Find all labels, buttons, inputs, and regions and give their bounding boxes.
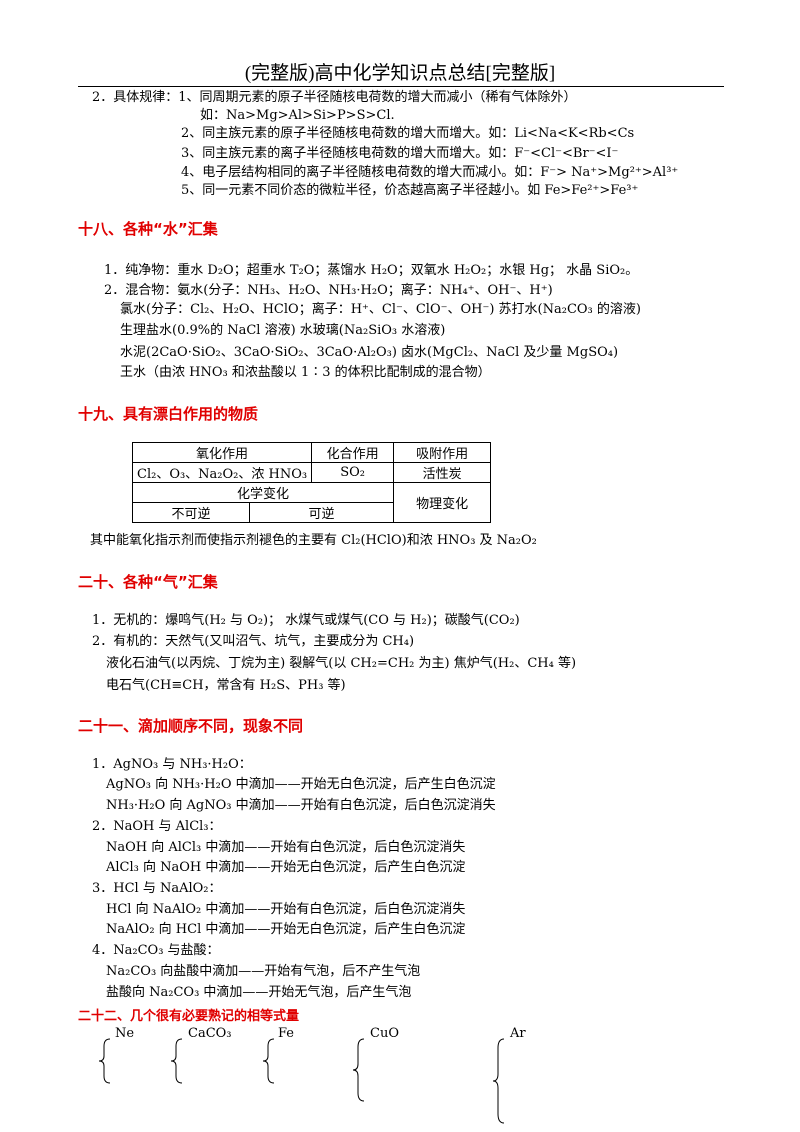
drop-pair-line-b: AlCl₃ 向 NaOH 中滴加——开始无白色沉淀，后产生白色沉淀 — [106, 860, 466, 875]
bleaching-table: 氧化作用 化合作用 吸附作用 Cl₂、O₃、Na₂O₂、浓 HNO₃ SO₂ 活… — [131, 442, 492, 523]
drop-pair-line-b: NaAlO₂ 向 HCl 中滴加——开始无白色沉淀，后产生白色沉淀 — [106, 922, 466, 937]
table-header-adsorption: 吸附作用 — [393, 442, 492, 463]
formula-weight-item: CuO — [370, 1026, 399, 1041]
bleaching-note: 其中能氧化指示剂而使指示剂褪色的主要有 Cl₂(HClO)和浓 HNO₃ 及 N… — [90, 533, 537, 548]
drop-pair-title: 1．AgNO₃ 与 NH₃·H₂O： — [92, 757, 252, 772]
brace-icon — [170, 1038, 183, 1084]
gas-organic-line: 2．有机的：天然气(又叫沼气、坑气，主要成分为 CH₄) — [92, 634, 415, 649]
drop-pair-title: 3．HCl 与 NaAlO₂： — [92, 881, 222, 896]
drop-pair-line-b: 盐酸向 Na₂CO₃ 中滴加——开始无气泡，后产生气泡 — [106, 985, 412, 1000]
table-cell-irreversible: 不可逆 — [132, 502, 250, 523]
formula-weight-item: Fe — [278, 1026, 295, 1041]
drop-pair-line-a: AgNO₃ 向 NH₃·H₂O 中滴加——开始无白色沉淀，后产生白色沉淀 — [106, 777, 496, 792]
drop-pair-title: 2．NaOH 与 AlCl₃： — [92, 819, 222, 834]
water-aqua-regia-line: 王水（由浓 HNO₃ 和浓盐酸以 1∶3 的体积比配制成的混合物） — [120, 365, 491, 380]
section-21-heading: 二十一、滴加顺序不同，现象不同 — [78, 717, 304, 735]
drop-pair-title: 4．Na₂CO₃ 与盐酸： — [92, 943, 220, 958]
radius-rule-2-head: 2．具体规律：1、同周期元素的原子半径随核电荷数的增大而减小（稀有气体除外） — [92, 90, 577, 105]
gas-lpg-line: 液化石油气(以丙烷、丁烷为主) 裂解气(以 CH₂=CH₂ 为主) 焦炉气(H₂… — [106, 656, 577, 671]
gas-acetylene-line: 电石气(CH≡CH，常含有 H₂S、PH₃ 等) — [106, 678, 346, 693]
section-22-heading: 二十二、几个很有必要熟记的相等式量 — [78, 1009, 300, 1024]
table-cell-oxidation: Cl₂、O₃、Na₂O₂、浓 HNO₃ — [131, 462, 313, 483]
brace-icon — [492, 1038, 505, 1124]
table-header-oxidation: 氧化作用 — [131, 442, 313, 463]
drop-pair-line-a: HCl 向 NaAlO₂ 中滴加——开始有白色沉淀，后白色沉淀消失 — [106, 902, 466, 917]
water-mixture-line: 2．混合物：氨水(分子：NH₃、H₂O、NH₃·H₂O；离子：NH₄⁺、OH⁻、… — [104, 283, 553, 298]
table-cell-adsorption: 活性炭 — [393, 462, 492, 483]
section-18-heading: 十八、各种“水”汇集 — [78, 220, 218, 238]
page-title: (完整版)高中化学知识点总结[完整版] — [244, 63, 556, 84]
formula-weight-item: CaCO₃ — [188, 1026, 232, 1041]
title-rule — [78, 86, 724, 87]
formula-weight-item: Ar — [510, 1026, 526, 1041]
water-saline-line: 生理盐水(0.9%的 NaCl 溶液) 水玻璃(Na₂SiO₃ 水溶液) — [120, 323, 446, 338]
radius-rule-item-3: 3、同主族元素的离子半径随核电荷数的增大而增大。如：F⁻<Cl⁻<Br⁻<I⁻ — [181, 146, 619, 161]
drop-pair-line-a: Na₂CO₃ 向盐酸中滴加——开始有气泡，后不产生气泡 — [106, 964, 421, 979]
water-pure-line: 1．纯净物：重水 D₂O；超重水 T₂O；蒸馏水 H₂O；双氧水 H₂O₂；水银… — [104, 263, 639, 278]
water-cement-line: 水泥(2CaO·SiO₂、3CaO·SiO₂、3CaO·Al₂O₃) 卤水(Mg… — [120, 345, 619, 360]
radius-rule-example: 如：Na>Mg>Al>Si>P>S>Cl. — [200, 108, 395, 123]
section-20-heading: 二十、各种“气”汇集 — [78, 573, 218, 591]
radius-rule-item-2: 2、同主族元素的原子半径随核电荷数的增大而增大。如：Li<Na<K<Rb<Cs — [181, 126, 635, 141]
brace-icon — [262, 1038, 275, 1084]
radius-rule-item-5: 5、同一元素不同价态的微粒半径，价态越高离子半径越小。如 Fe>Fe²⁺>Fe³… — [181, 183, 639, 198]
table-cell-chemical-change: 化学变化 — [131, 482, 395, 503]
table-cell-reversible: 可逆 — [248, 502, 395, 523]
radius-rule-item-4: 4、电子层结构相同的离子半径随核电荷数的增大而减小。如：F⁻> Na⁺>Mg²⁺… — [181, 165, 679, 180]
drop-pair-line-a: NaOH 向 AlCl₃ 中滴加——开始有白色沉淀，后白色沉淀消失 — [106, 840, 466, 855]
section-19-heading: 十九、具有漂白作用的物质 — [78, 405, 259, 423]
table-cell-physical-change: 物理变化 — [393, 482, 492, 523]
water-chlorine-line: 氯水(分子：Cl₂、H₂O、HClO；离子：H⁺、Cl⁻、ClO⁻、OH⁻) 苏… — [120, 302, 641, 317]
drop-pair-line-b: NH₃·H₂O 向 AgNO₃ 中滴加——开始有白色沉淀，后白色沉淀消失 — [106, 798, 496, 813]
table-header-combination: 化合作用 — [311, 442, 395, 463]
brace-icon — [98, 1038, 111, 1084]
gas-inorganic-line: 1．无机的：爆鸣气(H₂ 与 O₂)； 水煤气或煤气(CO 与 H₂)；碳酸气(… — [92, 613, 520, 628]
formula-weight-item: Ne — [115, 1026, 135, 1041]
table-cell-combination: SO₂ — [311, 462, 395, 483]
brace-icon — [352, 1038, 365, 1102]
